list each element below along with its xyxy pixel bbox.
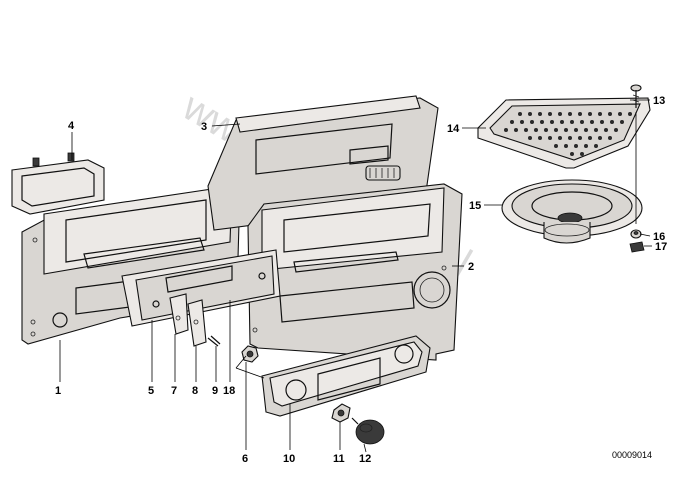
callout-16: 16 [653, 231, 665, 243]
callout-11: 11 [333, 453, 345, 465]
part-11-shaft [331, 403, 351, 423]
callout-7: 7 [171, 385, 177, 397]
callout-12: 12 [359, 453, 371, 465]
part-2-front-panel [247, 183, 463, 361]
callout-6: 6 [242, 453, 248, 465]
callout-15: 15 [469, 200, 481, 212]
part-4-bracket [11, 152, 105, 215]
part-9-screw [207, 335, 221, 347]
part-15-speaker [501, 179, 643, 244]
drawing-number: 00009014 [612, 450, 652, 460]
part-10-faceplate [261, 335, 431, 417]
callouts: 4 3 14 13 15 2 16 17 1 5 7 8 9 18 6 10 1… [55, 95, 667, 465]
callout-9: 9 [212, 385, 218, 397]
part-16-nut [630, 229, 642, 239]
callout-13: 13 [653, 95, 665, 107]
part-7-clip [169, 293, 189, 335]
callout-17: 17 [655, 241, 667, 253]
part-17-clip-nut [629, 241, 645, 253]
callout-8: 8 [192, 385, 198, 397]
callout-14: 14 [447, 123, 460, 135]
part-6-nut [241, 345, 259, 363]
callout-2: 2 [468, 261, 474, 273]
callout-1: 1 [55, 385, 61, 397]
part-12-knob [351, 417, 385, 445]
callout-3: 3 [201, 121, 207, 133]
callout-18: 18 [223, 385, 235, 397]
part-14-speaker-grille [477, 97, 651, 169]
leader-lines [59, 99, 652, 453]
callout-10: 10 [283, 453, 295, 465]
part-13-screw [630, 84, 642, 108]
callout-4: 4 [68, 120, 75, 132]
callout-5: 5 [148, 385, 154, 397]
grille-holes [504, 112, 632, 156]
part-8-clip [187, 299, 207, 347]
